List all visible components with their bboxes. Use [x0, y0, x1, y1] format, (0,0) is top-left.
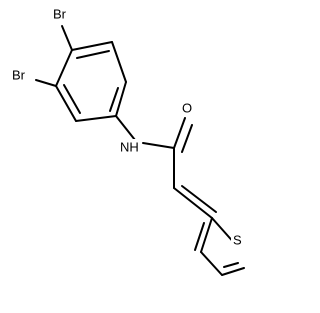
bond: [75, 115, 117, 122]
bromine-top-label: Br: [53, 7, 67, 22]
amide-nh-label: NH: [120, 140, 139, 155]
bond: [142, 142, 175, 149]
bond: [173, 187, 213, 219]
bond-lines: [35, 25, 245, 276]
bond: [181, 124, 193, 153]
bond: [115, 81, 127, 117]
bond: [200, 217, 213, 253]
bond: [194, 222, 205, 251]
label-mask: [51, 6, 73, 22]
carbonyl-oxygen-label: O: [182, 101, 192, 116]
bond: [115, 115, 136, 141]
bond: [61, 25, 73, 51]
bromine-left-label: Br: [12, 68, 26, 83]
bond: [55, 85, 77, 122]
bond: [71, 41, 113, 51]
bond: [35, 79, 57, 87]
bond: [221, 267, 245, 276]
thiophene-sulfur-label: S: [233, 233, 242, 248]
bond: [173, 117, 186, 149]
bond: [76, 50, 110, 59]
atom-labels: Br Br NH O S: [10, 6, 245, 248]
bond: [55, 49, 73, 87]
label-mask: [180, 100, 194, 116]
bond: [181, 185, 217, 213]
label-mask: [231, 232, 245, 248]
bond: [223, 262, 239, 268]
bond: [63, 84, 81, 114]
bond: [111, 41, 127, 83]
bond: [200, 251, 223, 276]
label-mask: [10, 67, 32, 83]
bond: [109, 87, 119, 112]
label-mask: [118, 139, 141, 155]
molecule-structure: Br Br NH O S: [10, 6, 245, 276]
